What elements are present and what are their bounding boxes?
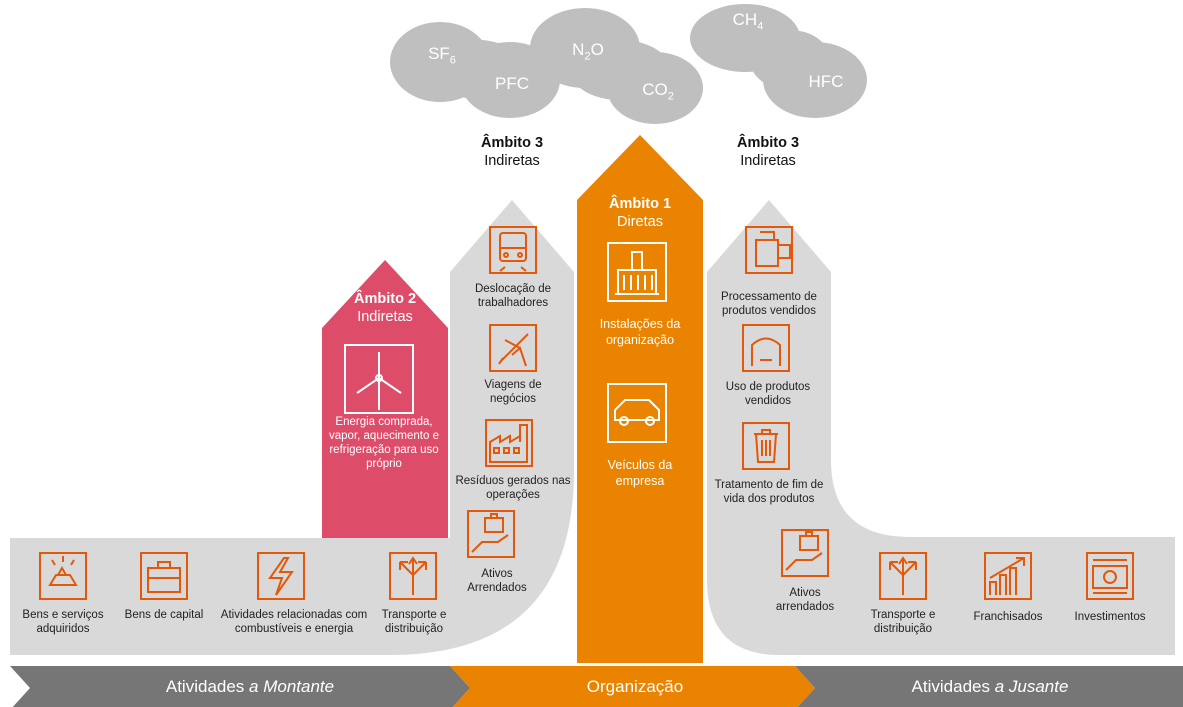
downstream-band [707, 200, 1175, 655]
gas-pfc: PFC [495, 74, 529, 93]
upstream-band [10, 200, 574, 655]
downstream-item-use: Uso de produtos vendidos [725, 381, 811, 407]
wind-turbine-icon [344, 344, 414, 414]
bar-upstream [10, 666, 470, 707]
gas-co2: CO2 [642, 80, 674, 103]
gold-bars-icon [39, 552, 87, 600]
trash-icon [742, 422, 790, 470]
scope1-item-vehicles: Veículos da empresa [607, 458, 673, 488]
downstream-item-end-of-life: Tratamento de fim de vida dos produtos [714, 479, 824, 505]
upstream-item-transport: Transporte e distribuição [381, 609, 447, 635]
bar-organization-label: Organização [586, 677, 684, 696]
bar-upstream-label: Atividades a Montante [165, 677, 335, 696]
downstream-item-leased-assets: Ativos arrendados [775, 587, 835, 613]
bar-organization [450, 666, 815, 707]
gas-hfc: HFC [808, 72, 844, 91]
growth-chart-icon [984, 552, 1032, 600]
gas-n2o: N2O [572, 40, 604, 63]
car-icon [607, 383, 667, 443]
lightning-icon [257, 552, 305, 600]
upstream-item-fuel-energy: Atividades relacionadas com combustíveis… [220, 609, 368, 635]
upstream-item-waste: Resíduos gerados nas operações [455, 475, 571, 501]
downstream-item-franchises: Franchisados [973, 611, 1043, 623]
upstream-item-purchased-goods: Bens e serviços adquiridos [22, 609, 104, 635]
upstream-item-capital-goods: Bens de capital [124, 609, 204, 621]
bar-downstream-label: Atividades a Jusante [911, 677, 1069, 696]
hand-briefcase-icon-2 [781, 529, 829, 577]
factory-icon [485, 419, 533, 467]
downstream-item-processing: Processamento de produtos vendidos [721, 291, 817, 317]
emissions-cloud [390, 4, 867, 124]
route-arrows-icon-2 [879, 552, 927, 600]
airplane-icon [489, 324, 537, 372]
train-icon [489, 226, 537, 274]
hand-briefcase-icon [467, 510, 515, 558]
downstream-item-transport: Transporte e distribuição [870, 609, 936, 635]
route-arrows-icon [389, 552, 437, 600]
processing-machine-icon [745, 226, 793, 274]
money-icon [1086, 552, 1134, 600]
gas-sf6: SF6 [428, 44, 456, 67]
scope1-item-facilities: Instalações da organização [599, 317, 681, 347]
bar-downstream [795, 666, 1183, 707]
briefcase-icon [140, 552, 188, 600]
scope2-item-energy: Energia comprada, vapor, aquecimento e r… [329, 416, 439, 470]
product-use-icon [742, 324, 790, 372]
building-icon [607, 242, 667, 302]
upstream-item-business-travel: Viagens de negócios [484, 379, 542, 405]
downstream-item-investments: Investimentos [1074, 611, 1146, 623]
scope2-arrow [322, 260, 448, 538]
gas-ch4: CH4 [732, 10, 764, 33]
upstream-item-commuting: Deslocação de trabalhadores [474, 283, 552, 309]
upstream-item-leased-assets: Ativos Arrendados [467, 568, 527, 594]
